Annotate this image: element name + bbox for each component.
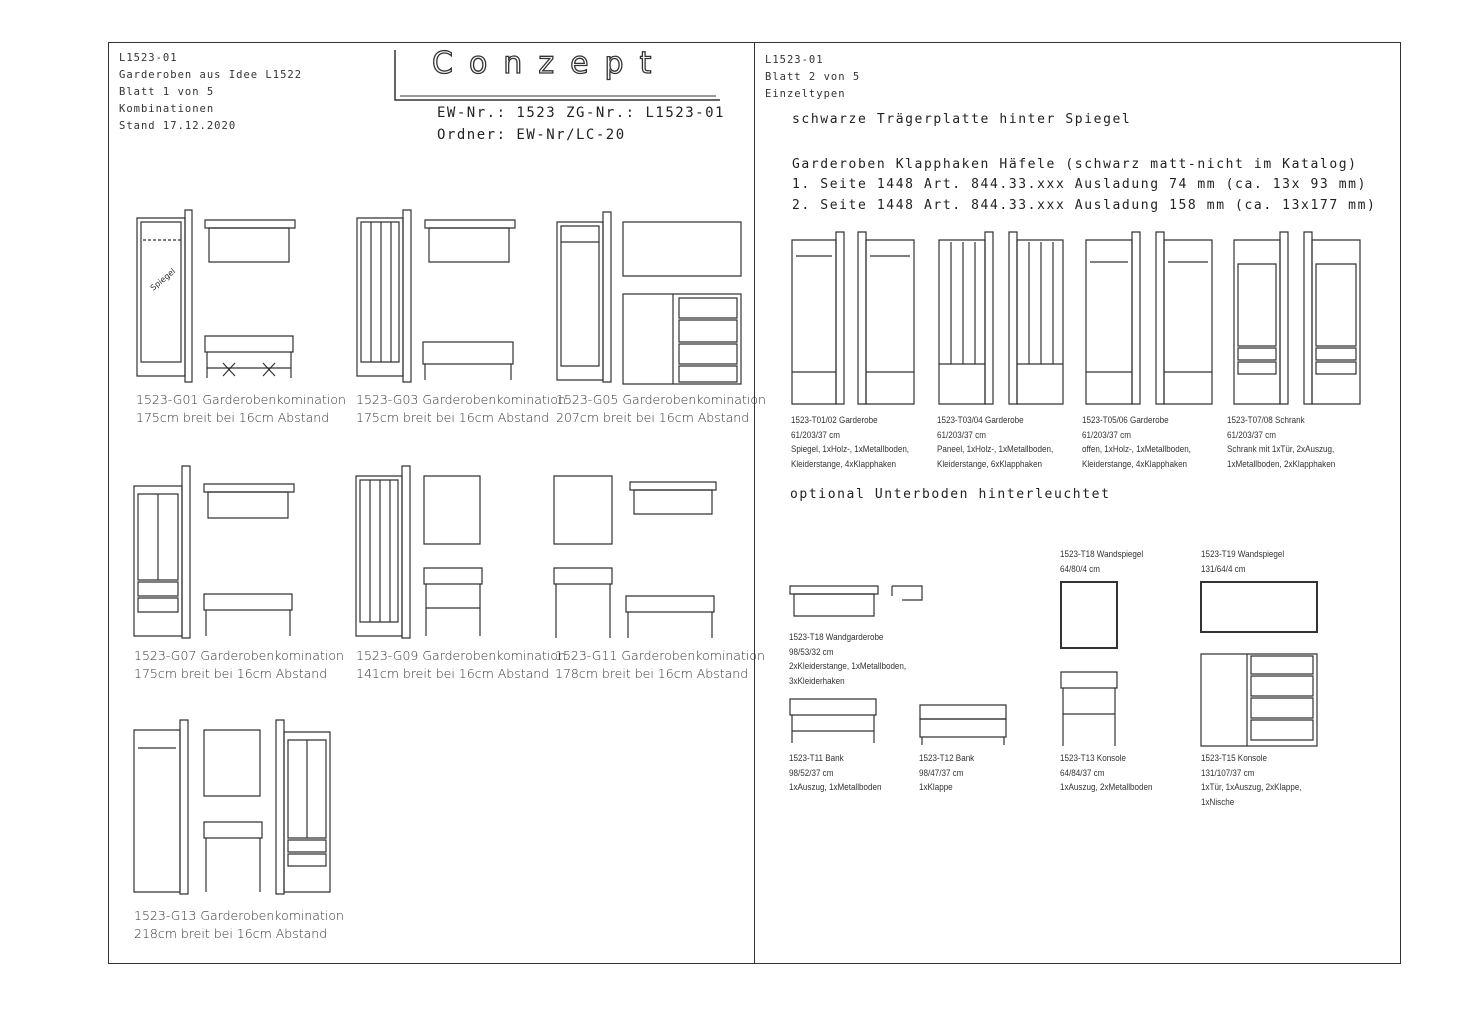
note-hook-1: 1. Seite 1448 Art. 844.33.xxx Ausladung … xyxy=(792,177,1368,192)
drawing-t18-mirror xyxy=(1059,580,1121,652)
sheet-divider xyxy=(754,42,755,964)
drawing-number: L1523-01 xyxy=(119,52,178,64)
drawing-g05 xyxy=(555,208,745,383)
drawing-t19-mirror xyxy=(1199,580,1321,636)
drawing-number-2: L1523-01 xyxy=(765,54,824,66)
sheet-number: Blatt 1 von 5 xyxy=(119,86,215,98)
note-hook-2: 2. Seite 1448 Art. 844.33.xxx Ausladung … xyxy=(792,198,1377,213)
drawing-origin: Garderoben aus Idee L1522 xyxy=(119,69,303,81)
drawing-t03-04 xyxy=(937,230,1067,405)
drawing-g07 xyxy=(132,464,297,639)
item-g05-caption: 1523-G05 Garderobenkomination 207cm brei… xyxy=(556,392,766,425)
sheet-subject-2: Einzeltypen xyxy=(765,88,846,100)
note-carrier-plate: schwarze Trägerplatte hinter Spiegel xyxy=(792,112,1132,127)
drawing-t12-bench xyxy=(918,703,1010,747)
ew-number: EW-Nr.: 1523 ZG-Nr.: L1523-01 xyxy=(437,105,725,121)
ordner-line: Ordner: EW-Nr/LC-20 xyxy=(437,127,626,143)
item-g13-caption: 1523-G13 Garderobenkomination 218cm brei… xyxy=(134,908,344,941)
drawing-g09 xyxy=(354,464,489,639)
drawing-g03 xyxy=(355,208,520,383)
drawing-t05-06 xyxy=(1084,230,1219,405)
note-lighting: optional Unterboden hinterleuchtet xyxy=(790,487,1111,502)
drawing-t07-08 xyxy=(1232,230,1367,405)
item-g07-caption: 1523-G07 Garderobenkomination 175cm brei… xyxy=(134,648,344,681)
note-hooks: Garderoben Klapphaken Häfele (schwarz ma… xyxy=(792,157,1358,172)
drawing-t18-wall-rack xyxy=(788,580,928,620)
drawing-g11 xyxy=(552,472,722,640)
drawing-t13-console xyxy=(1059,670,1121,748)
drawing-g13 xyxy=(132,718,337,896)
drawing-g01: Spiegel xyxy=(135,208,300,383)
item-g03-caption: 1523-G03 Garderobenkomination 175cm brei… xyxy=(356,392,566,425)
sheet1-header: L1523-01 Garderoben aus Idee L1522 Blatt… xyxy=(119,50,302,135)
sheet2-header: L1523-01 Blatt 2 von 5 Einzeltypen xyxy=(765,52,860,103)
logo-text: Conzept xyxy=(431,45,668,81)
drawing-t01-02 xyxy=(790,230,920,405)
mirror-label: Spiegel xyxy=(149,267,177,293)
item-g11-caption: 1523-G11 Garderobenkomination 178cm brei… xyxy=(555,648,765,681)
item-g09-caption: 1523-G09 Garderobenkomination 141cm brei… xyxy=(356,648,566,681)
sheet-subject: Kombinationen xyxy=(119,103,215,115)
sheet-number-2: Blatt 2 von 5 xyxy=(765,71,861,83)
drawing-t15-console xyxy=(1199,652,1321,748)
item-g01-caption: 1523-G01 Garderobenkomination 175cm brei… xyxy=(136,392,346,425)
sheet-date: Stand 17.12.2020 xyxy=(119,120,237,132)
conzept-logo: Conzept xyxy=(392,45,722,104)
drawing-t11-bench xyxy=(788,697,880,747)
